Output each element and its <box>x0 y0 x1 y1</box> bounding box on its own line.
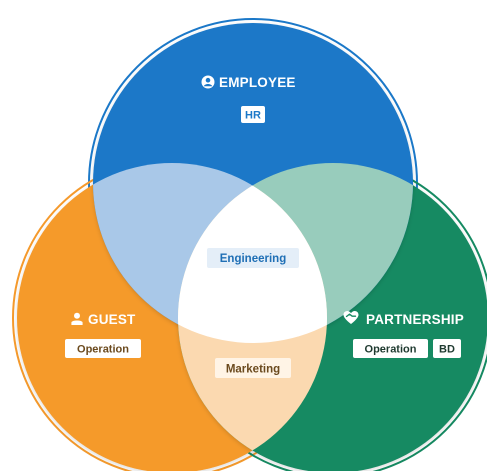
employee-tag-label: HR <box>245 110 261 122</box>
guest-tag-operation: Operation <box>65 339 141 358</box>
guest-label: GUEST <box>88 312 136 327</box>
employee-label: EMPLOYEE <box>219 75 296 90</box>
partnership-label: PARTNERSHIP <box>366 312 464 327</box>
user-circle-icon <box>201 75 215 89</box>
engineering-label: Engineering <box>220 253 286 265</box>
employee-tag-hr: HR <box>241 106 265 123</box>
partnership-tag-operation-label: Operation <box>365 344 417 356</box>
all-three-overlap <box>178 163 327 343</box>
employee-title: EMPLOYEE <box>201 75 296 90</box>
partnership-tag-bd-label: BD <box>439 344 455 356</box>
marketing-tag: Marketing <box>215 358 291 378</box>
guest-title: GUEST <box>71 312 136 327</box>
person-icon <box>71 312 83 325</box>
partnership-tag-bd: BD <box>433 339 461 358</box>
heart-handshake-icon <box>343 311 359 324</box>
partnership-tag-operation: Operation <box>353 339 428 358</box>
engineering-tag: Engineering <box>207 248 299 268</box>
guest-tag-label: Operation <box>77 344 129 356</box>
partnership-title: PARTNERSHIP <box>343 311 464 327</box>
marketing-label: Marketing <box>226 364 280 376</box>
